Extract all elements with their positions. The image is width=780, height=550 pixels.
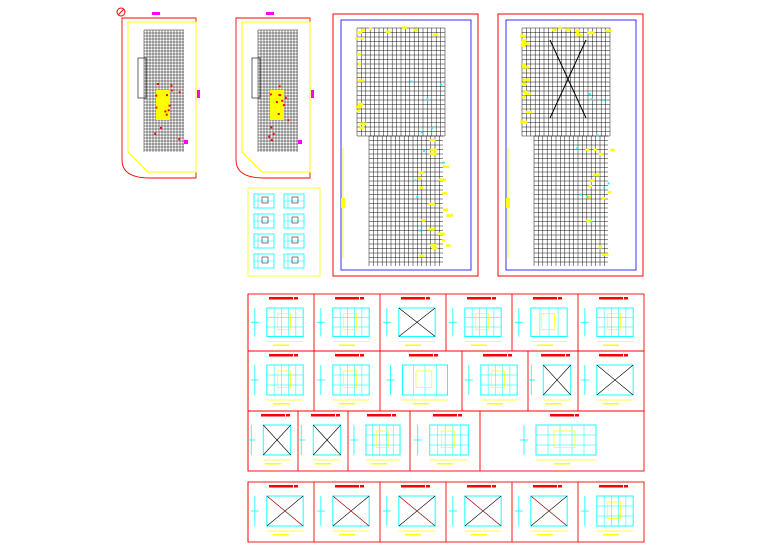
detail-sheet xyxy=(313,482,370,542)
detail-sheet xyxy=(247,482,304,542)
detail-row xyxy=(247,481,645,543)
floor-grid-upper xyxy=(356,27,446,137)
legend-symbol xyxy=(283,193,305,209)
legend-symbol xyxy=(283,213,305,229)
site-plan-1 xyxy=(121,12,200,179)
detail-sheet xyxy=(313,351,370,411)
floor-grid-lower xyxy=(533,135,608,266)
detail-sheet xyxy=(445,482,502,542)
legend-symbol xyxy=(253,253,275,269)
detail-row xyxy=(247,410,645,472)
detail-sheet xyxy=(379,294,436,351)
site-plans xyxy=(116,7,314,179)
site-plan-2 xyxy=(235,12,314,179)
floor-plan-1 xyxy=(332,13,479,277)
detail-sheet xyxy=(577,351,634,411)
detail-sheet xyxy=(379,351,449,411)
legend-symbol xyxy=(283,253,305,269)
detail-sheet xyxy=(247,411,292,471)
detail-sheet xyxy=(479,411,597,471)
legend-frame xyxy=(247,187,321,277)
detail-row xyxy=(247,350,645,412)
detail-sheet xyxy=(313,294,370,351)
legend-symbol xyxy=(253,213,275,229)
detail-sheet xyxy=(247,351,304,411)
legend-symbol xyxy=(283,233,305,249)
detail-sheet xyxy=(445,294,502,351)
detail-sheet xyxy=(347,411,401,471)
detail-sheet xyxy=(461,351,518,411)
detail-sheet xyxy=(511,482,568,542)
floor-plan-2 xyxy=(497,13,644,277)
detail-sheet xyxy=(379,482,436,542)
detail-sheet xyxy=(577,482,634,542)
detail-sheet xyxy=(297,411,342,471)
detail-sheet xyxy=(409,411,469,471)
detail-row xyxy=(247,293,645,352)
detail-sheet xyxy=(527,351,572,411)
floor-grid-upper xyxy=(521,27,611,137)
detail-sheet xyxy=(247,294,304,351)
legend-panel xyxy=(247,187,321,277)
legend-symbol xyxy=(253,233,275,249)
detail-sheet xyxy=(511,294,568,351)
floor-grid-lower xyxy=(368,135,443,266)
north-arrow-icon xyxy=(116,7,126,17)
legend-symbol xyxy=(253,193,275,209)
detail-sheets xyxy=(247,293,645,543)
floor-plans xyxy=(332,13,644,277)
detail-sheet xyxy=(577,294,634,351)
